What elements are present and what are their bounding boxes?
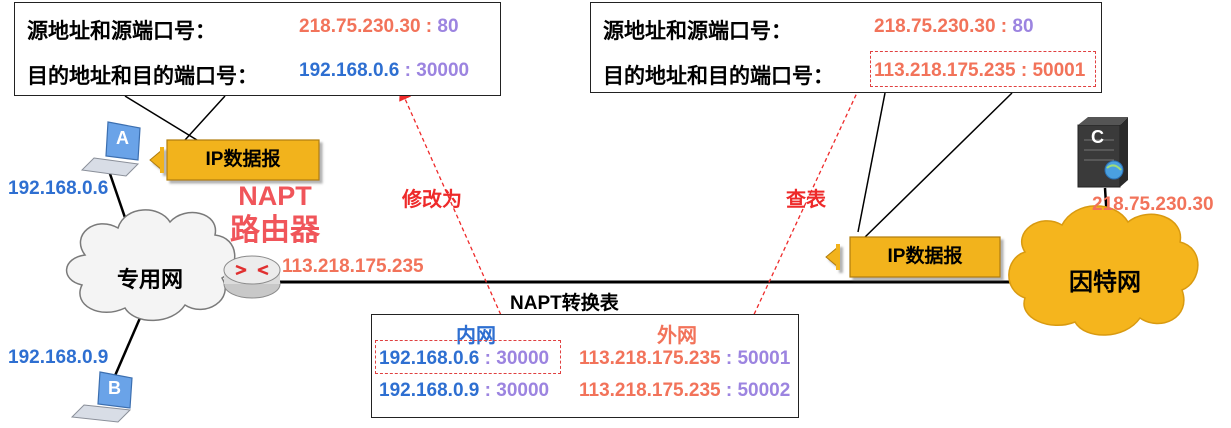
private-net-cloud [65,209,236,322]
napt-row1-highlight [375,340,561,374]
right-packet-info-box: 源地址和源端口号： 218.75.230.30 : 80 目的地址和目的端口号：… [590,2,1102,93]
lookup-annotation: 查表 [786,189,826,211]
callout-right-1 [857,92,886,233]
napt-row-1-outer-ip: 113.218.175.235 [579,348,721,369]
left-src-ip: 218.75.230.30 [299,16,421,37]
napt-row-2-inner-port: 30000 [496,380,550,401]
right-src-value: 218.75.230.30 : 80 [874,16,1034,37]
right-dst-highlight [870,51,1096,87]
host-a-letter: A [116,128,129,148]
napt-table: 内网 外网 192.168.0.6 : 30000 113.218.175.23… [371,314,799,418]
napt-row-2-outer-port: 50002 [737,380,791,401]
napt-row-2-outer: 113.218.175.235 : 50002 [579,380,791,401]
napt-row-2-outer-ip: 113.218.175.235 [579,380,721,401]
laptop-a-icon [80,121,141,177]
link-host-b [112,317,142,379]
ip-packet-tag-left [149,139,320,181]
left-dst-port: 30000 [416,60,470,81]
private-net-label: 专用网 [116,267,183,292]
napt-row-1-inner-ip: 192.168.0.6 [379,348,480,369]
right-src-port: 80 [1012,16,1034,37]
napt-row-1-outer: 113.218.175.235 : 50001 [579,348,791,369]
modify-annotation: 修改为 [402,189,462,211]
lookup-arrow [741,81,863,341]
internet-cloud [1008,205,1199,336]
right-dst-port: 50001 [1032,60,1086,81]
left-dst-label: 目的地址和目的端口号： [27,65,258,88]
host-b-ip: 192.168.0.9 [8,347,109,368]
napt-col-inner: 内网 [456,325,496,347]
napt-col-outer: 外网 [657,325,697,347]
host-a-ip: 192.168.0.6 [8,178,109,199]
router-public-ip: 113.218.175.235 [282,256,424,277]
left-src-port: 80 [437,16,459,37]
right-src-ip: 218.75.230.30 [874,16,996,37]
right-dst-label: 目的地址和目的端口号： [603,65,834,88]
internet-label: 因特网 [1069,269,1141,296]
server-c-letter: C [1091,127,1104,147]
napt-row-2-inner-ip: 192.168.0.9 [379,380,480,401]
left-dst-ip: 192.168.0.6 [299,60,400,81]
right-src-label: 源地址和源端口号： [603,20,792,43]
router-icon [223,255,281,299]
right-dst-value: 113.218.175.235 : 50001 [874,60,1086,81]
napt-row-2-inner: 192.168.0.9 : 30000 [379,380,550,401]
right-dst-ip: 113.218.175.235 [874,60,1016,81]
napt-row-1-inner: 192.168.0.6 : 30000 [379,348,550,369]
router-title-line2: 路由器 [230,214,320,247]
napt-table-title: NAPT转换表 [510,293,619,314]
server-c-ip: 218.75.230.30 [1092,194,1214,215]
napt-row-1-outer-port: 50001 [737,348,791,369]
napt-row-1-inner-port: 30000 [496,348,550,369]
server-c-icon [1077,117,1128,188]
left-dst-value: 192.168.0.6 : 30000 [299,60,470,81]
left-packet-info-box: 源地址和源端口号： 218.75.230.30 : 80 目的地址和目的端口号：… [14,2,501,96]
laptop-b-icon [70,371,133,423]
ip-packet-label-left: IP数据报 [205,149,281,170]
ip-packet-label-right: IP数据报 [887,246,963,267]
left-src-value: 218.75.230.30 : 80 [299,16,459,37]
modify-arrow [399,87,513,341]
left-src-label: 源地址和源端口号： [27,20,216,43]
callout-left-1 [124,95,211,149]
ip-packet-tag-right [825,236,1001,278]
callout-right-2 [861,92,1013,241]
callout-left-2 [184,95,226,141]
router-title-line1: NAPT [238,181,312,211]
host-b-letter: B [108,378,121,398]
